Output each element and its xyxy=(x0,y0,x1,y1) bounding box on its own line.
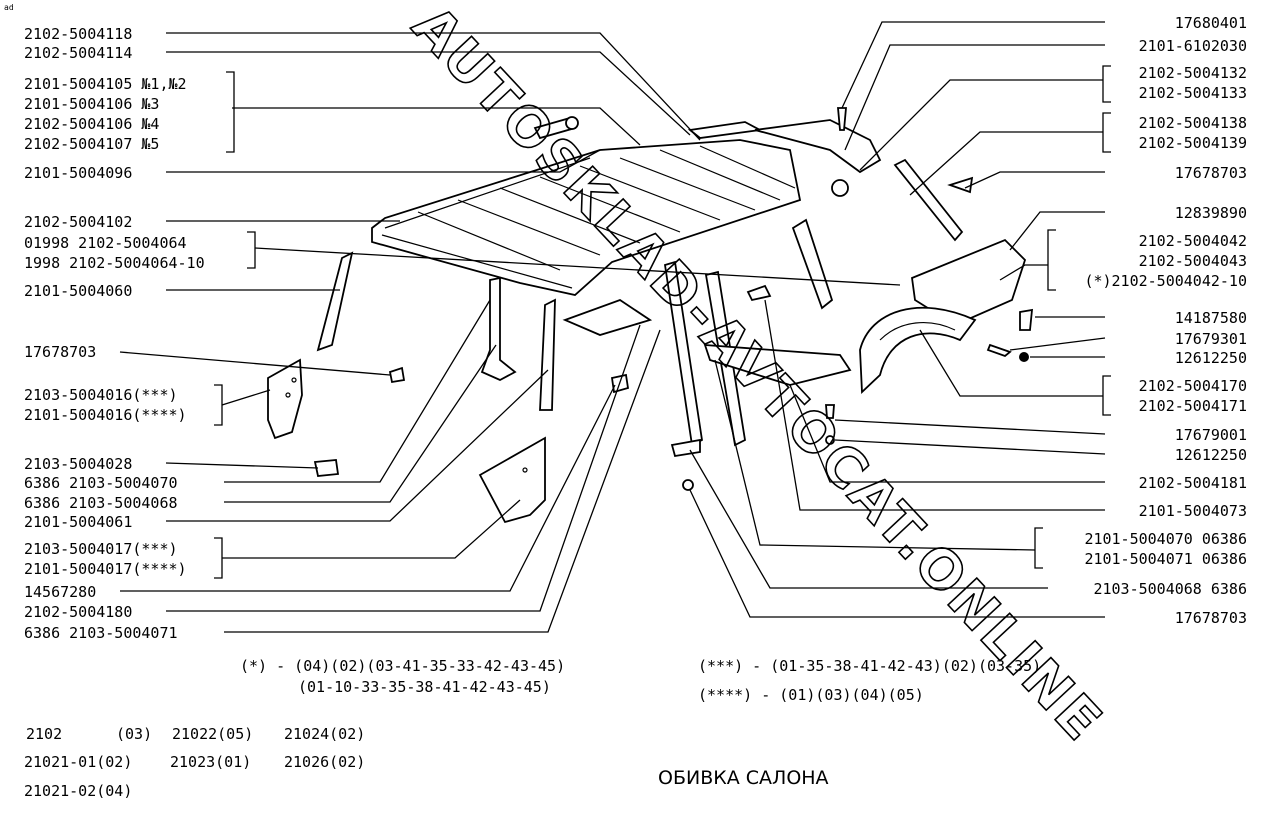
part-label: 12612250 xyxy=(1175,349,1247,367)
footnotes: (*) - (04)(02)(03-41-35-33-42-43-45) (01… xyxy=(240,657,1041,704)
part-label: 2101-5004096 xyxy=(24,164,132,182)
part-label: 12839890 xyxy=(1175,204,1247,222)
part-label: 17678703 xyxy=(1175,164,1247,182)
part-label: 2103-5004028 xyxy=(24,455,132,473)
part-label: 2102-5004180 xyxy=(24,603,132,621)
part-label: 2101-5004070 06386 xyxy=(1084,530,1247,548)
part-label: 2102-5004107 №5 xyxy=(24,135,159,153)
watermark: AUTOSKLAD-AVTOCAT.ONLINE xyxy=(400,0,1115,754)
model-code: 21022(05) xyxy=(172,725,253,743)
part-label: 2102-5004106 №4 xyxy=(24,115,159,133)
part-label: (*)2102-5004042-10 xyxy=(1084,272,1247,290)
dome-lamp xyxy=(831,107,849,197)
diagram-title: ОБИВКА САЛОНА xyxy=(658,767,829,789)
model-applicability: 2102 (03) 21022(05) 21024(02) 21021-01(0… xyxy=(24,725,365,800)
part-label: 6386 2103-5004071 xyxy=(24,624,178,642)
part-label: 14187580 xyxy=(1175,309,1247,327)
part-label: 2103-5004016(***) xyxy=(24,386,178,404)
part-label: 2101-5004071 06386 xyxy=(1084,550,1247,568)
model-code: 21024(02) xyxy=(284,725,365,743)
part-label: 2103-5004068 6386 xyxy=(1093,580,1247,598)
part-label: 2102-5004139 xyxy=(1139,134,1247,152)
footnote: (*) - (04)(02)(03-41-35-33-42-43-45) xyxy=(240,657,565,675)
part-label: 2102-5004118 xyxy=(24,25,132,43)
model-code: (03) xyxy=(116,725,152,743)
model-code: 21023(01) xyxy=(170,753,251,771)
part-label: 2102-5004042 xyxy=(1139,232,1247,250)
part-label: 17679301 xyxy=(1175,330,1247,348)
part-label: 2102-5004171 xyxy=(1139,397,1247,415)
footnote: (***) - (01-35-38-41-42-43)(02)(03-35) xyxy=(698,657,1041,675)
left-labels: 2102-5004118 2102-5004114 2101-5004105 №… xyxy=(24,25,205,642)
part-label: 6386 2103-5004068 xyxy=(24,494,178,512)
label-brackets xyxy=(214,65,1111,579)
part-label: 17680401 xyxy=(1175,14,1247,32)
part-label: 01998 2102-5004064 xyxy=(24,234,187,252)
roof-front-trim xyxy=(687,119,882,174)
part-label: 2101-5004105 №1,№2 xyxy=(24,75,187,93)
part-label: 1998 2102-5004064-10 xyxy=(24,254,205,272)
left-a-pillar-trim xyxy=(316,251,406,384)
part-label: 6386 2103-5004070 xyxy=(24,474,178,492)
part-label: 12612250 xyxy=(1175,446,1247,464)
left-b-pillar-trim xyxy=(480,276,517,382)
part-label: 2102-5004043 xyxy=(1139,252,1247,270)
door-sill-trims xyxy=(663,260,852,491)
footnote: (****) - (01)(03)(04)(05) xyxy=(698,686,924,704)
part-label: 2101-5004060 xyxy=(24,282,132,300)
part-label: 2102-5004114 xyxy=(24,44,132,62)
part-label: 17679001 xyxy=(1175,426,1247,444)
right-labels: 17680401 2101-6102030 2102-5004132 2102-… xyxy=(1084,14,1247,627)
part-label: 2102-5004132 xyxy=(1139,64,1247,82)
part-label: 2102-5004133 xyxy=(1139,84,1247,102)
front-kick-panel xyxy=(267,358,340,477)
center-pillar-trim xyxy=(539,298,653,411)
part-label: 2101-5004106 №3 xyxy=(24,95,159,113)
part-label: 2102-5004102 xyxy=(24,213,132,231)
part-label: 2101-5004073 xyxy=(1139,502,1247,520)
wheel-arch-trim xyxy=(859,306,977,394)
part-label: 2102-5004181 xyxy=(1139,474,1247,492)
sun-visor-bracket xyxy=(533,116,579,140)
rear-kick-panel xyxy=(478,436,546,524)
part-label: 2102-5004170 xyxy=(1139,377,1247,395)
part-label: 17678703 xyxy=(1175,609,1247,627)
part-label: 17678703 xyxy=(24,343,96,361)
part-label: 2101-5004017(****) xyxy=(24,560,187,578)
part-label: 2101-5004016(****) xyxy=(24,406,187,424)
part-label: 14567280 xyxy=(24,583,96,601)
model-code: 21021-02(04) xyxy=(24,782,132,800)
footnote: (01-10-33-35-38-41-42-43-45) xyxy=(298,678,551,696)
model-code: 21026(02) xyxy=(284,753,365,771)
part-label: 2102-5004138 xyxy=(1139,114,1247,132)
part-label: 2101-5004061 xyxy=(24,513,132,531)
rear-shelf-trim xyxy=(911,238,1034,362)
part-label: 2101-6102030 xyxy=(1139,37,1247,55)
headliner-panel xyxy=(371,139,802,296)
leader-lines xyxy=(119,21,1106,633)
part-label: 2103-5004017(***) xyxy=(24,540,178,558)
model-code: 21021-01(02) xyxy=(24,753,132,771)
corner-tag: ad xyxy=(4,3,14,12)
model-code: 2102 xyxy=(26,725,62,743)
